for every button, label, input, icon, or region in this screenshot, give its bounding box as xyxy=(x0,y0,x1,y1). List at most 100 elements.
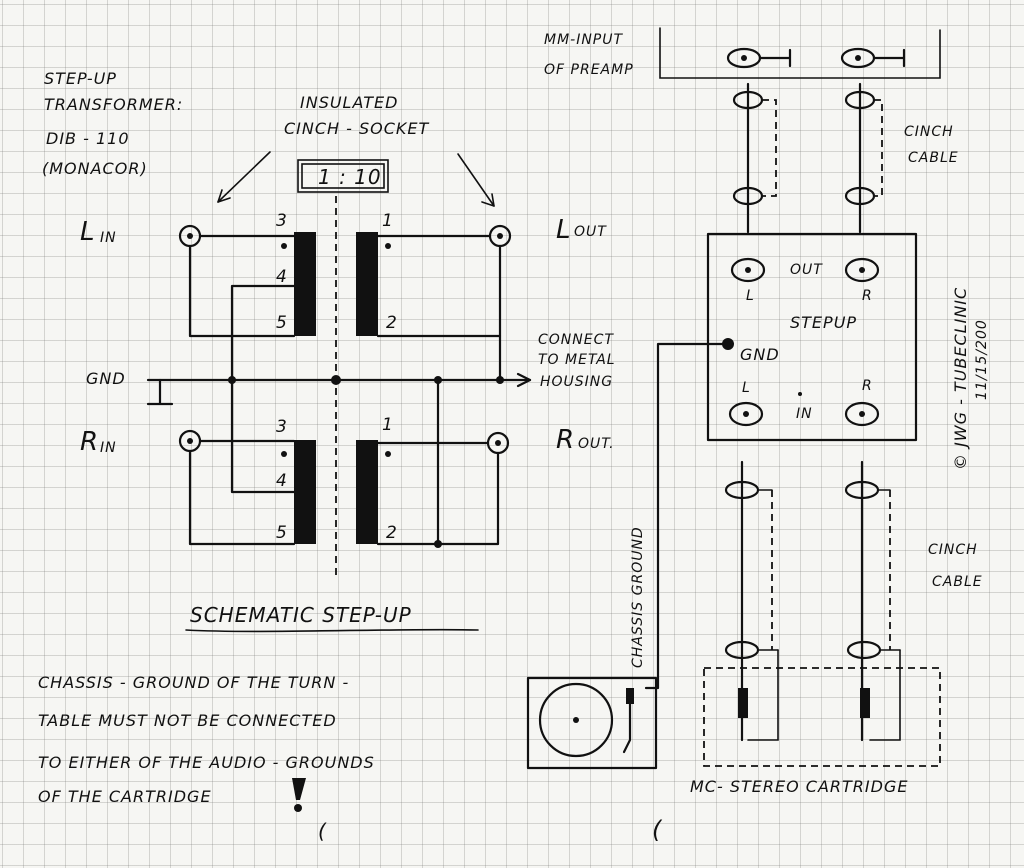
r-in-label: R xyxy=(80,427,99,457)
mm-input-line1: MM-INPUT xyxy=(544,32,624,48)
signature: © JWG - TUBECLINIC 11/15/200 xyxy=(951,287,990,470)
warning-line1: CHASSIS - GROUND OF THE TURN - xyxy=(38,673,349,692)
box-socket-in-r xyxy=(844,401,880,427)
punch-mark-left: ( xyxy=(318,819,327,843)
wire-l-in-pin5 xyxy=(188,244,296,338)
core-r-primary xyxy=(294,440,316,544)
note-title-line2: TRANSFORMER: xyxy=(44,95,183,114)
box-out-label: OUT xyxy=(790,262,823,278)
pin-r-1: 1 xyxy=(382,415,393,435)
pin-l-4: 4 xyxy=(276,267,287,287)
connect-line2: TO METAL xyxy=(538,352,616,368)
connect-line3: HOUSING xyxy=(540,374,613,390)
mm-input-line2: OF PREAMP xyxy=(544,62,634,78)
exclamation-icon xyxy=(292,778,306,800)
warning-line2: TABLE MUST NOT BE CONNECTED xyxy=(38,711,337,730)
box-gnd: GND xyxy=(740,345,780,364)
mm-input-box xyxy=(659,27,941,79)
cartridge-label: MC- STEREO CARTRIDGE xyxy=(690,777,908,796)
arrow-right-line xyxy=(457,153,495,207)
punch-mark-right: ( xyxy=(652,816,663,844)
ratio-label: 1 : 10 xyxy=(318,165,382,189)
schematic-caption: SCHEMATIC STEP-UP xyxy=(190,603,412,627)
socket-l-out xyxy=(488,224,512,248)
caption-underline xyxy=(185,628,479,633)
l-in-sub: IN xyxy=(100,230,117,246)
pin-l-1: 1 xyxy=(382,211,393,231)
box-socket-in-l xyxy=(728,401,764,427)
pin-l-5: 5 xyxy=(276,313,287,333)
note-model: DIB - 110 xyxy=(46,129,130,148)
socket-r-in xyxy=(178,429,202,453)
turntable-platter xyxy=(538,682,614,758)
cinch-top-line1: CINCH xyxy=(904,124,954,140)
pin-r-2: 2 xyxy=(386,523,397,543)
warning-line3: TO EITHER OF THE AUDIO - GROUNDS xyxy=(38,753,375,772)
socket-l-in xyxy=(178,224,202,248)
note-brand: (MONACOR) xyxy=(42,159,148,178)
pin-l-2: 2 xyxy=(386,313,397,333)
wiring-diagram: MM-INPUT OF PREAMP CINCH CABLE xyxy=(526,27,982,796)
cinch-top-line2: CABLE xyxy=(908,150,959,166)
gnd-symbol xyxy=(146,378,174,406)
signature-credit: © JWG - TUBECLINIC xyxy=(951,287,970,470)
top-cinch-cable-l xyxy=(732,82,777,234)
note-title-line1: STEP-UP xyxy=(44,69,117,88)
wire-r-in-pin5 xyxy=(188,449,296,546)
core-l-secondary xyxy=(356,232,378,336)
core-l-primary xyxy=(294,232,316,336)
bottom-cinch-cable-r xyxy=(844,460,901,742)
gnd-tap-r xyxy=(334,378,440,546)
connect-line1: CONNECT xyxy=(538,332,614,348)
top-cinch-cable-r xyxy=(844,82,883,234)
wire-pin4-bridge xyxy=(230,284,296,494)
pin-l-3: 3 xyxy=(276,211,287,231)
core-r-secondary xyxy=(356,440,378,544)
bottom-cinch-cable-l xyxy=(724,460,779,742)
chassis-ground-wire xyxy=(644,342,730,690)
r-out-sub: OUT. xyxy=(578,436,615,452)
schematic: L IN L OUT R IN R OUT. xyxy=(80,196,616,633)
l-out-sub: OUT xyxy=(574,224,607,240)
arrow-left-head xyxy=(217,189,231,203)
box-r-top: R xyxy=(862,288,873,304)
transformer-notes: STEP-UP TRANSFORMER: DIB - 110 (MONACOR) xyxy=(42,69,183,178)
l-in-label: L xyxy=(80,217,96,247)
insulated-line1: INSULATED xyxy=(300,93,398,112)
ratio-box: 1 : 10 xyxy=(297,159,389,193)
insulated-line2: CINCH - SOCKET xyxy=(284,119,430,138)
pin-r-3: 3 xyxy=(276,417,287,437)
box-socket-out-l xyxy=(730,257,766,283)
stepup-box xyxy=(706,232,918,442)
box-r-bottom: R xyxy=(862,378,873,394)
insulated-socket-note: INSULATED CINCH - SOCKET xyxy=(217,93,495,207)
box-title: STEPUP xyxy=(790,313,857,332)
box-l-top: L xyxy=(746,288,755,304)
arrow-right-head xyxy=(481,193,495,207)
r-out-label: R xyxy=(556,425,575,455)
gnd-label: GND xyxy=(86,369,126,388)
signature-date: 11/15/200 xyxy=(974,319,990,400)
pin-r-4: 4 xyxy=(276,471,287,491)
arrow-left-line xyxy=(217,151,271,203)
box-l-bottom: L xyxy=(742,380,751,396)
chassis-ground-label: CHASSIS GROUND xyxy=(630,526,646,668)
mm-socket-r xyxy=(840,47,906,69)
mm-socket-l xyxy=(726,47,792,69)
pin-r-5: 5 xyxy=(276,523,287,543)
cinch-bottom-line1: CINCH xyxy=(928,542,978,558)
warning-line4: OF THE CARTRIDGE xyxy=(38,787,212,806)
turntable-body xyxy=(526,676,658,770)
gnd-bus-arrow xyxy=(516,372,532,388)
wire-r-out-pin2 xyxy=(376,451,500,546)
box-socket-out-r xyxy=(844,257,880,283)
socket-r-out xyxy=(486,431,510,455)
warning-note: CHASSIS - GROUND OF THE TURN - TABLE MUS… xyxy=(38,673,375,812)
l-out-label: L xyxy=(556,215,572,245)
cartridge-box xyxy=(703,667,941,767)
r-in-sub: IN xyxy=(100,440,117,456)
box-in-label: IN xyxy=(796,406,813,422)
tonearm xyxy=(622,688,632,754)
